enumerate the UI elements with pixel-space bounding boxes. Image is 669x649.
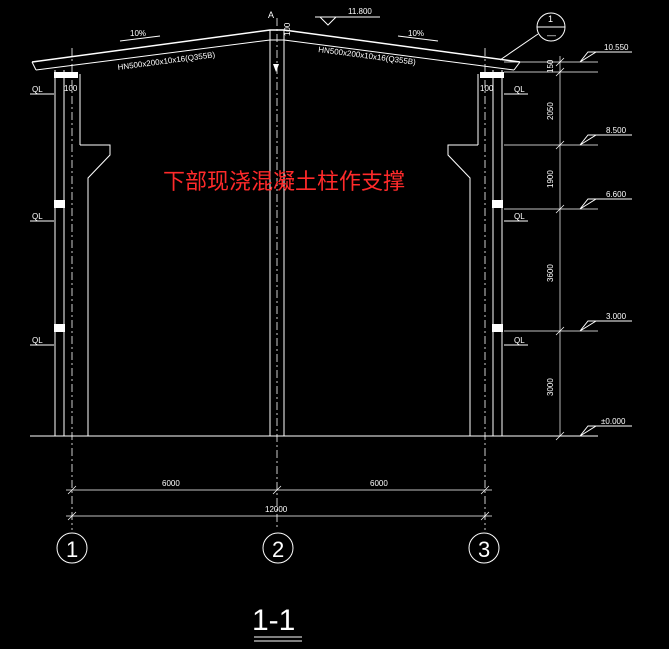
right-slope: 10% (397, 29, 439, 42)
ql-label: QL (514, 85, 525, 94)
vdim-3600: 3600 (546, 264, 555, 282)
dim-total: 12000 (265, 505, 288, 514)
right-column (447, 70, 504, 436)
dim-span-left: 6000 (162, 479, 180, 488)
elevation-marks: 10.550 8.500 6.600 3.000 ±0.000 (579, 43, 632, 437)
ridge-arrow (273, 64, 279, 72)
svg-text:11.800: 11.800 (348, 7, 372, 16)
elevation-label: ±0.000 (601, 417, 626, 426)
right-eave-label: 100 (480, 84, 494, 93)
ql-labels: QL QL QL QL QL QL (30, 85, 528, 346)
svg-text:1: 1 (66, 537, 78, 562)
ql-label: QL (32, 212, 43, 221)
axis-bubble-3: 3 (468, 532, 500, 564)
horizontal-dimensions: 6000 6000 12000 (66, 479, 492, 521)
support-annotation: 下部现浇混凝土柱作支撑 (163, 170, 405, 195)
svg-text:10%: 10% (130, 29, 146, 38)
axis-bubble-1: 1 (56, 532, 88, 564)
left-column (54, 70, 111, 436)
left-slope: 10% (119, 29, 161, 42)
section-marker: 1 — (499, 12, 566, 61)
ql-label: QL (32, 85, 43, 94)
svg-text:10%: 10% (408, 29, 424, 38)
svg-text:2: 2 (272, 537, 284, 562)
ql-label: QL (514, 212, 525, 221)
section-title: 1-1 (252, 604, 302, 642)
elevation-label: 10.550 (604, 43, 629, 52)
svg-text:—: — (547, 30, 556, 40)
vdim-3000: 3000 (546, 378, 555, 396)
axis-bubble-2: 2 (262, 532, 294, 564)
roof-beams (31, 29, 521, 71)
svg-text:3: 3 (478, 537, 490, 562)
dim-span-right: 6000 (370, 479, 388, 488)
right-beam-label: HN500x200x10x16(Q355B) (318, 45, 417, 67)
vdim-150: 150 (546, 59, 555, 73)
vertical-dimension-chain: 150 2050 1900 3600 3000 (504, 56, 598, 441)
ql-label: QL (514, 336, 525, 345)
svg-text:1-1: 1-1 (252, 604, 295, 637)
vdim-1900: 1900 (546, 170, 555, 188)
axis-marker-A: A (268, 10, 274, 20)
ridge-elevation-mark: 11.800 (315, 7, 380, 26)
left-eave-label: 100 (64, 84, 78, 93)
vdim-2050: 2050 (546, 102, 555, 120)
elevation-label: 3.000 (606, 312, 627, 321)
ridge-size-label: 100 (283, 22, 292, 36)
ql-label: QL (32, 336, 43, 345)
elevation-label: 6.600 (606, 190, 627, 199)
svg-text:1: 1 (548, 14, 553, 24)
middle-column (269, 42, 285, 436)
elevation-label: 8.500 (606, 126, 627, 135)
